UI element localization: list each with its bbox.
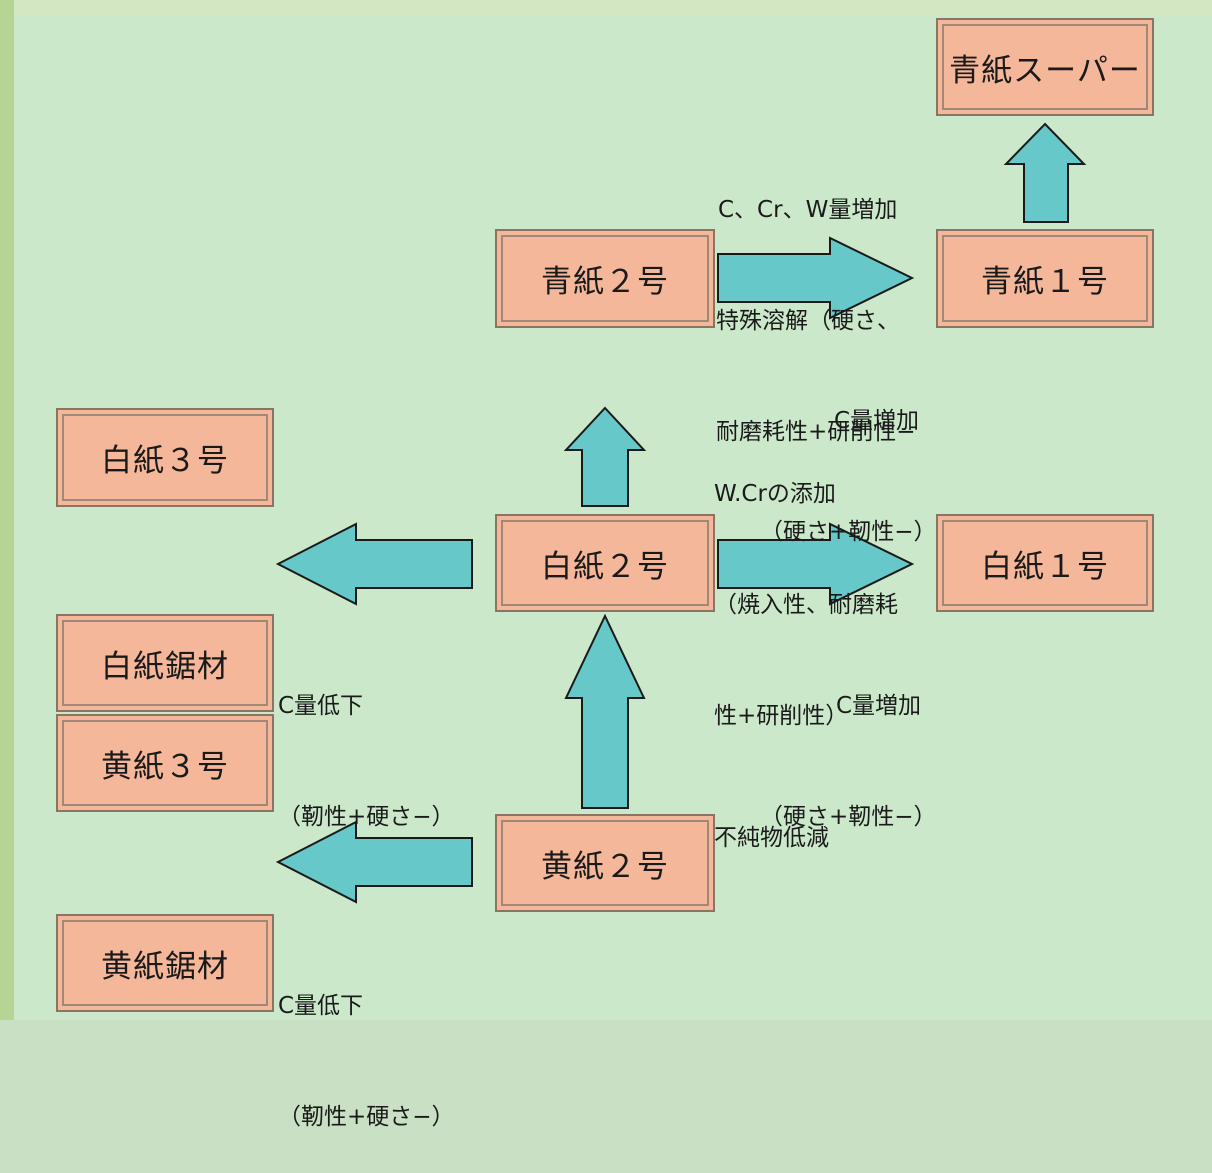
note-line: C量低下: [278, 693, 364, 719]
box-shirogami-saw: 白紙鋸材: [56, 614, 274, 712]
box-aogami-1: 青紙１号: [936, 229, 1154, 328]
box-label: 黄紙２号: [541, 848, 669, 885]
top-frame-strip: [14, 0, 1212, 16]
note-line: C量増加: [836, 693, 922, 719]
box-label: 白紙１号: [981, 548, 1109, 585]
note-line: W.Crの添加: [714, 481, 836, 507]
box-label: 黄紙鋸材: [101, 948, 229, 985]
box-aogami-2: 青紙２号: [495, 229, 715, 328]
note-line: 特殊溶解（硬さ、: [716, 308, 900, 334]
note-line: （靭性+硬さ−）: [278, 804, 455, 830]
arrow-left-shirogami-2-to-3: [275, 522, 473, 606]
note-shirogami-2-to-1: C量増加 （硬さ+靭性−）: [760, 614, 937, 873]
box-label: 青紙１号: [981, 264, 1109, 300]
note-line: C、Cr、W量増加: [718, 197, 898, 223]
box-label: 黄紙３号: [101, 748, 229, 785]
box-label: 白紙３号: [101, 443, 229, 479]
note-line: （靭性+硬さ−）: [278, 1104, 455, 1130]
note-kigami-2-to-shirogami-2: 不純物低減: [714, 746, 829, 894]
note-shirogami-2-to-3: C量低下 （靭性+硬さ−）: [278, 614, 455, 873]
note-line: 不純物低減: [714, 825, 829, 851]
box-shirogami-3: 白紙３号: [56, 408, 274, 507]
note-line: C量増加: [834, 408, 920, 434]
note-kigami-2-to-3: C量低下 （靭性+硬さ−）: [278, 914, 455, 1173]
note-aogami-1-to-super: C、Cr、W量増加 特殊溶解（硬さ、 耐磨耗性+研削性−: [716, 118, 916, 488]
note-line: 耐磨耗性+研削性−: [716, 419, 916, 445]
note-line: 性+研削性）: [714, 703, 849, 729]
arrow-left-kigami-2-to-3: [275, 820, 473, 904]
box-kigami-3: 黄紙３号: [56, 714, 274, 812]
arrow-right-shirogami-2-to-1: [717, 522, 915, 606]
note-line: （硬さ+靭性−）: [760, 804, 937, 830]
left-frame-strip: [0, 0, 14, 1020]
note-line: （焼入性、耐磨耗: [714, 592, 898, 618]
box-kigami-saw: 黄紙鋸材: [56, 914, 274, 1012]
box-kigami-2: 黄紙２号: [495, 814, 715, 912]
note-line: （硬さ+靭性−）: [760, 519, 937, 545]
box-label: 青紙スーパー: [949, 52, 1141, 89]
arrow-right-aogami-2-to-1: [717, 236, 915, 320]
arrow-up-shirogami-2-to-aogami-2: [563, 406, 647, 507]
arrow-up-aogami-1-to-super: [1003, 122, 1087, 223]
box-label: 白紙２号: [541, 548, 669, 585]
box-shirogami-1: 白紙１号: [936, 514, 1154, 612]
box-label: 白紙鋸材: [101, 648, 229, 685]
box-shirogami-2: 白紙２号: [495, 514, 715, 612]
box-aogami-super: 青紙スーパー: [936, 18, 1154, 116]
box-label: 青紙２号: [541, 264, 669, 300]
arrow-up-kigami-2-to-shirogami-2: [564, 613, 646, 809]
note-shirogami-2-to-aogami-2: W.Crの添加 （焼入性、耐磨耗 性+研削性）: [714, 402, 898, 772]
note-aogami-2-to-1: C量増加 （硬さ+靭性−）: [760, 329, 937, 588]
note-line: C量低下: [278, 993, 364, 1019]
